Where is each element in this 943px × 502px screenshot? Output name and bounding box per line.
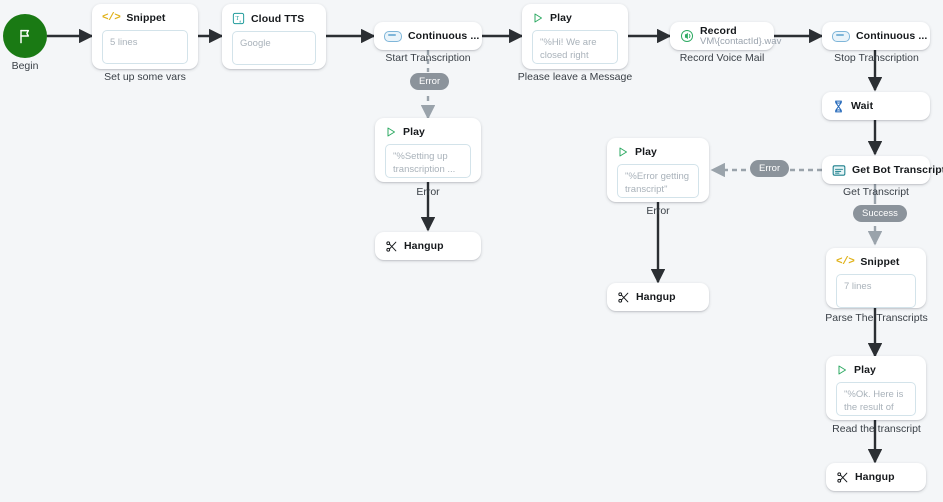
svg-text:T: T	[236, 16, 240, 22]
edge-badge-success-get-transcript[interactable]: Success	[853, 205, 907, 223]
node-title: Cloud TTS	[251, 12, 305, 25]
node-stop-transcription[interactable]: Continuous ...	[822, 22, 930, 50]
node-title: Continuous ...	[856, 30, 928, 42]
node-body-value[interactable]: 7 lines	[836, 274, 916, 308]
node-body-value[interactable]: "%Error getting transcript"	[617, 164, 699, 198]
hangup-icon	[836, 471, 849, 484]
node-title: Play	[635, 146, 657, 158]
node-title: Snippet	[860, 256, 900, 268]
node-header: Wait	[822, 92, 930, 120]
node-label-get-bot-transcript: Get Transcript	[843, 186, 909, 198]
node-cloud-tts[interactable]: T a Cloud TTS Google	[222, 4, 326, 69]
node-wait[interactable]: Wait	[822, 92, 930, 120]
node-label-start-transcription: Start Transcription	[385, 52, 471, 64]
code-snippet-icon: </>	[836, 256, 855, 268]
edge-badge-error-start-transcription[interactable]: Error	[410, 73, 450, 91]
node-hangup-left[interactable]: Hangup	[375, 232, 481, 260]
continuous-icon	[832, 30, 850, 42]
node-label-play-result: Read the transcript	[832, 423, 921, 435]
node-label-stop-transcription: Stop Transcription	[834, 52, 919, 64]
node-body-value[interactable]: "%Setting up transcription ...	[385, 144, 471, 178]
code-snippet-icon: </>	[102, 12, 121, 24]
node-title: Get Bot Transcript	[852, 164, 943, 176]
node-play-setup-error[interactable]: Play "%Setting up transcription ...	[375, 118, 481, 182]
node-label-snippet-vars: Set up some vars	[104, 71, 186, 83]
node-body-value[interactable]: 5 lines	[102, 30, 188, 64]
node-title: Snippet	[126, 12, 166, 24]
play-icon	[617, 146, 629, 158]
node-label-play-greeting: Please leave a Message	[517, 71, 633, 83]
play-icon	[532, 12, 544, 24]
node-title: Play	[854, 364, 876, 376]
begin-node[interactable]	[3, 14, 47, 58]
node-label-snippet-parse: Parse The Transcripts	[825, 312, 928, 324]
node-header: Play	[607, 138, 709, 158]
node-header: Hangup	[826, 463, 926, 491]
node-title: Continuous ...	[408, 30, 480, 42]
node-title: Hangup	[636, 291, 676, 303]
edge-label-error-setup-to-hangup: Error	[416, 186, 440, 198]
node-play-greeting[interactable]: Play "%Hi! We are closed right now, ...	[522, 4, 628, 69]
node-header: Play	[826, 356, 926, 376]
play-icon	[385, 126, 397, 138]
node-start-transcription[interactable]: Continuous ...	[374, 22, 482, 50]
edge-badge-error-get-transcript[interactable]: Error	[750, 160, 790, 178]
transcript-icon	[832, 164, 846, 177]
node-title: Wait	[851, 100, 874, 112]
hangup-icon	[385, 240, 398, 253]
node-header: Play	[375, 118, 481, 138]
node-snippet-vars[interactable]: </> Snippet 5 lines	[92, 4, 198, 69]
node-title-stack: Record VM\{contactId}.wav	[700, 25, 781, 48]
node-title: Play	[403, 126, 425, 138]
node-record-voicemail[interactable]: Record VM\{contactId}.wav	[670, 22, 781, 50]
node-header: Continuous ...	[374, 22, 482, 50]
node-header: T a Cloud TTS	[222, 4, 326, 25]
node-title: Record	[700, 24, 737, 37]
node-body-value[interactable]: Google	[232, 31, 316, 65]
node-header: Continuous ...	[822, 22, 930, 50]
node-header: Hangup	[375, 232, 481, 260]
node-title: Play	[550, 12, 572, 24]
node-label-record-voicemail: Record Voice Mail	[679, 52, 765, 64]
node-hangup-middle[interactable]: Hangup	[607, 283, 709, 311]
node-title: Hangup	[404, 240, 444, 252]
flag-icon	[17, 28, 33, 44]
continuous-icon	[384, 30, 402, 42]
node-play-result[interactable]: Play "%Ok. Here is the result of the ...	[826, 356, 926, 420]
svg-text:a: a	[239, 18, 241, 23]
node-header: Get Bot Transcript	[822, 156, 943, 184]
node-play-transcript-error[interactable]: Play "%Error getting transcript"	[607, 138, 709, 202]
play-icon	[836, 364, 848, 376]
node-body-value[interactable]: "%Ok. Here is the result of the ...	[836, 382, 916, 416]
node-header: </> Snippet	[826, 248, 926, 268]
node-body-value[interactable]: "%Hi! We are closed right now, ...	[532, 30, 618, 64]
node-get-bot-transcript[interactable]: Get Bot Transcript	[822, 156, 943, 184]
node-title: Hangup	[855, 471, 895, 483]
node-header: Play	[522, 4, 628, 24]
node-hangup-right[interactable]: Hangup	[826, 463, 926, 491]
node-subtitle: VM\{contactId}.wav	[700, 35, 782, 47]
node-header: Record VM\{contactId}.wav	[670, 22, 781, 50]
hourglass-icon	[832, 100, 845, 113]
node-header: Hangup	[607, 283, 709, 311]
node-snippet-parse[interactable]: </> Snippet 7 lines	[826, 248, 926, 308]
hangup-icon	[617, 291, 630, 304]
begin-label: Begin	[11, 60, 39, 72]
node-header: </> Snippet	[92, 4, 198, 24]
edge-label-error-transcript-to-hangup: Error	[646, 205, 670, 217]
record-audio-icon	[680, 29, 694, 43]
translate-icon: T a	[232, 12, 245, 25]
